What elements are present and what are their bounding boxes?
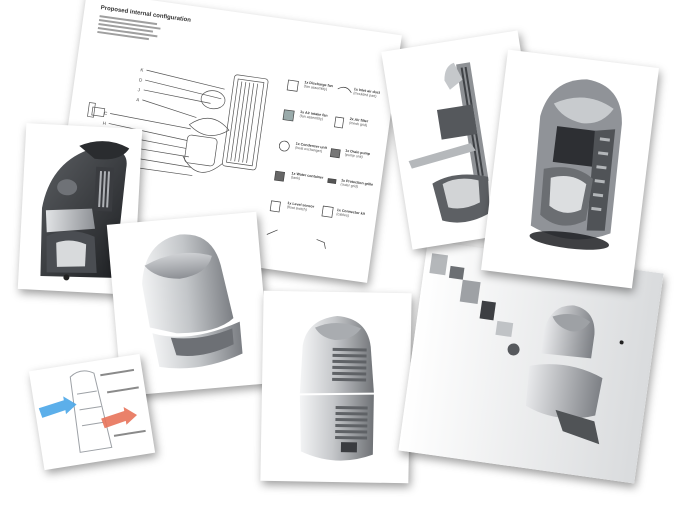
drawing-label: H <box>102 121 106 126</box>
exterior-render-card <box>106 211 272 397</box>
internal-configuration-sheet: Proposed internal configuration K <box>52 0 402 283</box>
cutaway-render-card <box>17 123 143 295</box>
drawing-label: C <box>104 111 109 117</box>
drawing-label: K <box>140 67 144 72</box>
drawing-label: D <box>139 77 144 83</box>
exploded-view-render <box>398 240 664 484</box>
grille-render <box>299 316 374 461</box>
internal-configuration-drawing: K D J A C H F E I G <box>87 15 352 249</box>
internal-frame-render <box>408 62 490 223</box>
drawing-label: J <box>137 87 140 92</box>
airflow-diagram-card <box>28 353 156 471</box>
exploded-view-card <box>398 240 664 484</box>
grille-render-card <box>260 290 412 484</box>
drawing-label: A <box>136 97 140 102</box>
tall-cutaway-card <box>481 49 659 289</box>
airflow-diagram <box>38 370 138 453</box>
internal-frame-card <box>381 30 549 250</box>
cutaway-render <box>40 141 130 281</box>
tall-cutaway-render <box>529 79 622 250</box>
exterior-render <box>142 234 243 369</box>
